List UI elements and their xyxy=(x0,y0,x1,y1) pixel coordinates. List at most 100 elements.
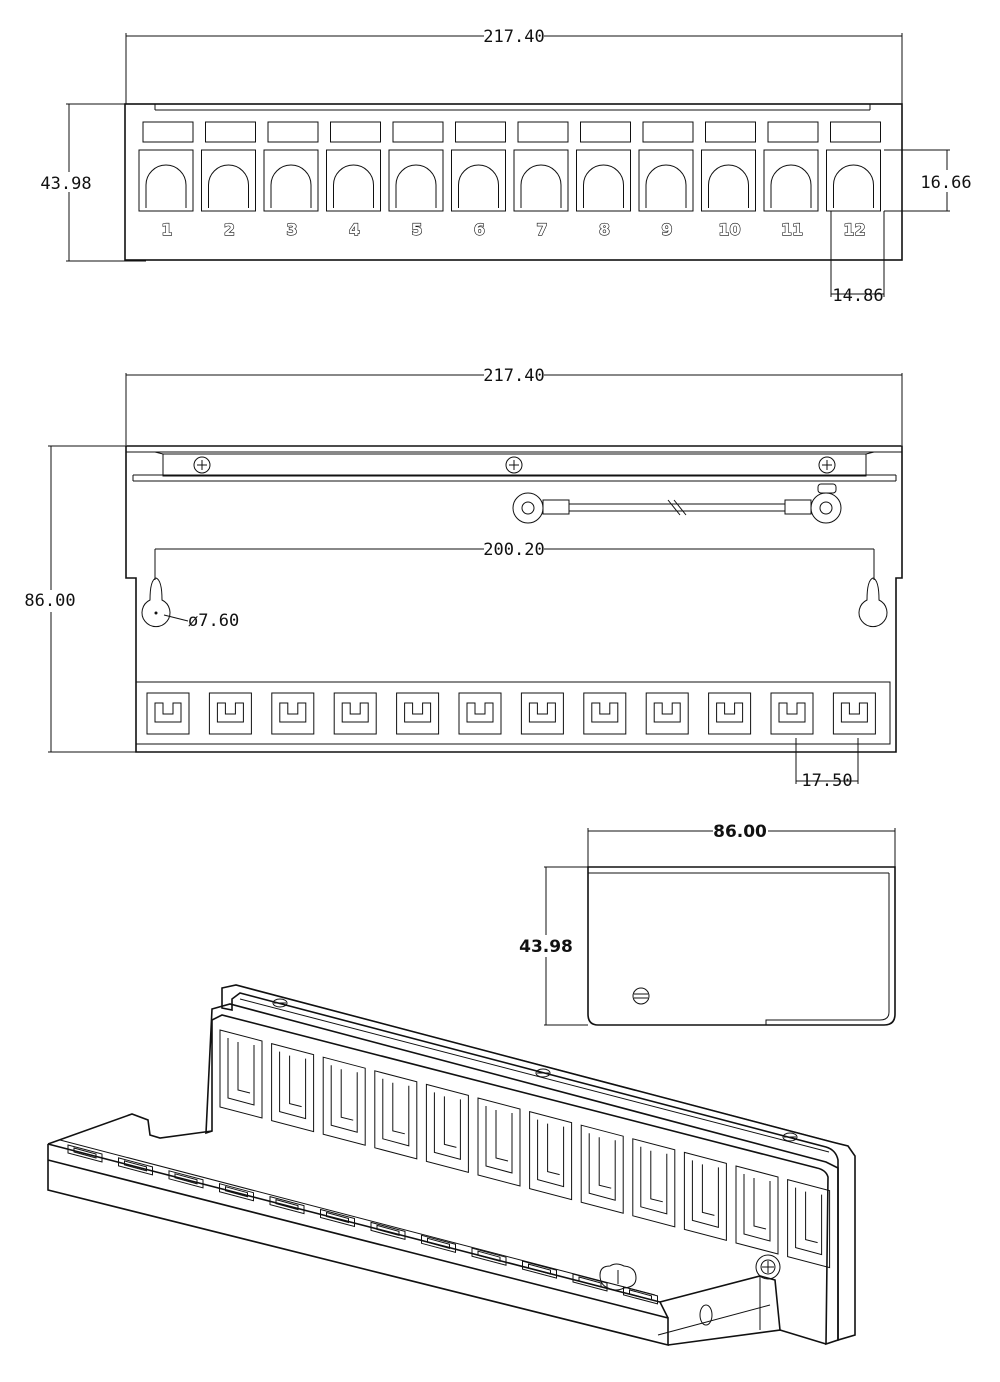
iso-screw-left-icon xyxy=(272,998,288,1008)
iso-screw-center-icon xyxy=(535,1068,551,1078)
port-number: 10 xyxy=(718,220,740,239)
slot-opening xyxy=(528,702,556,723)
isometric-view xyxy=(47,984,856,1347)
rear-slots xyxy=(146,692,876,735)
jack-frame xyxy=(263,149,319,212)
iso-port-opening xyxy=(743,1174,771,1242)
label-window xyxy=(392,121,444,143)
rear-slot xyxy=(333,692,377,735)
iso-slot-opening xyxy=(275,1198,299,1211)
rear-slot xyxy=(208,692,252,735)
iso-port-opening xyxy=(279,1051,307,1120)
iso-port xyxy=(425,1083,469,1174)
rear-slot xyxy=(146,692,190,735)
iso-port-opening xyxy=(227,1038,255,1106)
slot-frame xyxy=(146,692,190,735)
iso-port-frame xyxy=(322,1056,366,1146)
iso-slot-frame xyxy=(269,1195,305,1215)
iso-slot-opening xyxy=(578,1276,602,1288)
iso-slot xyxy=(623,1286,658,1305)
iso-slot-frame xyxy=(67,1144,103,1163)
port-7: 7 xyxy=(513,121,569,240)
iso-port xyxy=(374,1070,418,1160)
iso-port xyxy=(477,1097,521,1187)
port-number: 11 xyxy=(781,220,803,239)
port-10: 10 xyxy=(701,121,756,240)
rear-slot xyxy=(583,692,627,735)
iso-slot-frame xyxy=(320,1208,355,1228)
port-2: 2 xyxy=(201,121,256,240)
rear-slot xyxy=(396,692,440,735)
iso-port xyxy=(219,1029,263,1119)
label-window xyxy=(580,121,631,143)
iso-port xyxy=(271,1042,315,1133)
iso-port-opening xyxy=(795,1187,823,1256)
slot-frame xyxy=(770,692,814,735)
slot-opening xyxy=(154,702,182,723)
hole-spacing-dimension: 200.20 xyxy=(483,540,544,560)
jack-opening xyxy=(708,164,749,208)
iso-keyhole-icon xyxy=(599,1263,637,1291)
port-11: 11 xyxy=(763,121,819,240)
keyhole-left-icon xyxy=(141,577,171,628)
port-number: 2 xyxy=(224,220,235,239)
iso-slots xyxy=(67,1144,658,1305)
port-number: 3 xyxy=(286,220,297,239)
rear-slot xyxy=(645,692,689,735)
port-12: 12 xyxy=(826,121,881,240)
jack-opening xyxy=(145,164,187,208)
iso-port-frame xyxy=(580,1124,624,1214)
iso-slot-opening xyxy=(376,1224,400,1237)
iso-port-frame xyxy=(632,1138,676,1228)
slot-opening xyxy=(216,702,244,723)
label-window xyxy=(142,121,194,143)
label-window xyxy=(830,121,881,143)
port-4: 4 xyxy=(326,121,381,240)
slot-pitch-dimension: 17.50 xyxy=(801,771,852,791)
label-window xyxy=(330,121,381,143)
slot-opening xyxy=(404,702,432,723)
jack-frame xyxy=(451,149,506,212)
top-depth-dimension: 86.00 xyxy=(24,591,75,611)
iso-port-frame xyxy=(477,1097,521,1187)
port-height-dimension: 16.66 xyxy=(920,173,971,193)
iso-port xyxy=(683,1151,727,1242)
screw-center-icon xyxy=(505,456,523,474)
slot-opening xyxy=(341,702,369,723)
iso-port-opening xyxy=(691,1160,719,1229)
top-width-dimension: 217.40 xyxy=(483,366,544,386)
iso-slot-opening xyxy=(124,1160,147,1172)
port-number: 9 xyxy=(661,220,672,239)
iso-port xyxy=(322,1056,366,1146)
iso-port-frame xyxy=(425,1083,469,1174)
iso-slot-opening xyxy=(326,1211,349,1224)
jack-frame xyxy=(826,149,881,212)
iso-port-frame xyxy=(735,1165,779,1255)
iso-slot-opening xyxy=(477,1250,501,1262)
iso-slot xyxy=(168,1170,204,1189)
iso-port-opening xyxy=(485,1106,513,1174)
port-number: 4 xyxy=(349,220,360,239)
port-3: 3 xyxy=(263,121,319,240)
jack-opening xyxy=(208,164,249,208)
iso-slot xyxy=(421,1234,456,1253)
rear-slot xyxy=(271,692,315,735)
side-height-dimension: 43.98 xyxy=(519,937,573,957)
iso-slot xyxy=(522,1260,557,1279)
iso-slot xyxy=(320,1208,355,1228)
iso-slot xyxy=(471,1247,507,1266)
side-depth-dimension: 86.00 xyxy=(713,822,767,842)
jack-frame xyxy=(326,149,381,212)
jack-frame xyxy=(576,149,631,212)
rear-slot xyxy=(458,692,502,735)
iso-slot-frame xyxy=(118,1157,153,1176)
slot-frame xyxy=(271,692,315,735)
port-width-dimension: 14.86 xyxy=(832,286,883,306)
iso-port-frame xyxy=(219,1029,263,1119)
iso-slot-frame xyxy=(421,1234,456,1253)
port-number: 1 xyxy=(161,220,172,239)
slot-opening xyxy=(778,702,806,723)
jack-opening xyxy=(333,164,374,208)
side-hole-icon xyxy=(632,987,650,1005)
